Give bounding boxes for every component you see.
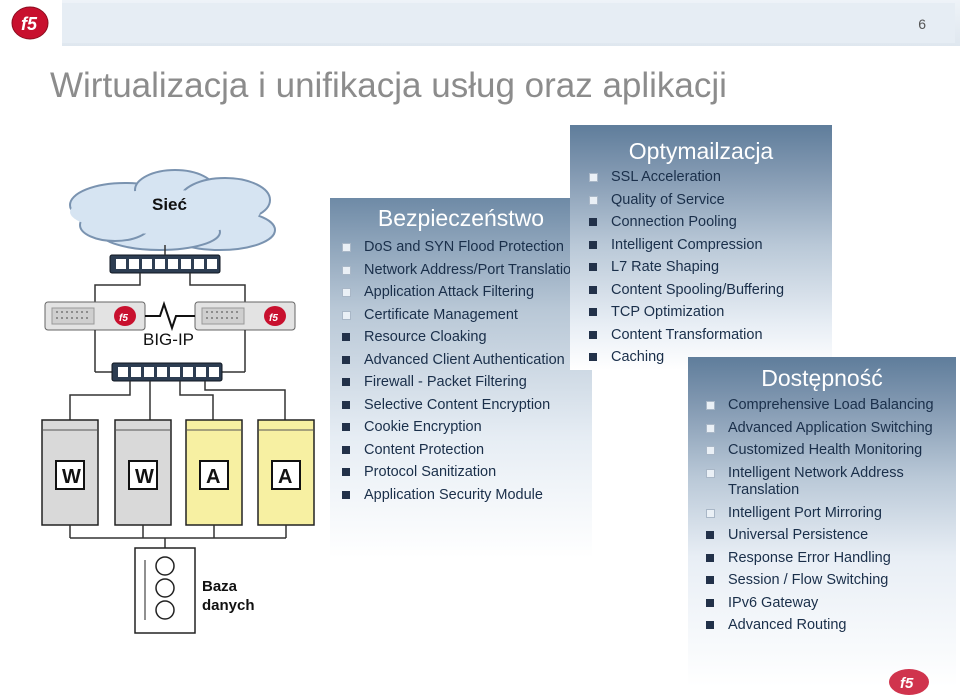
security-panel: Bezpieczeństwo DoS and SYN Flood Protect… [330,198,592,573]
list-item: Firewall - Packet Filtering [339,374,589,392]
list-item: IPv6 Gateway [703,595,953,613]
list-item: Network Address/Port Translation [339,262,589,280]
svg-text:f5: f5 [269,313,278,324]
list-item: Content Transformation [586,327,831,345]
list-item: Connection Pooling [586,214,831,232]
server-label: W [62,466,81,488]
optimization-title: Optymailzacja [628,138,774,164]
optimization-panel: Optymailzacja SSL Acceleration Quality o… [570,125,832,370]
network-switch-icon [109,254,221,274]
list-item: Quality of Service [586,192,831,210]
svg-text:f5: f5 [900,675,914,692]
f5-logo-icon: f5 [11,6,49,40]
list-item: Intelligent Compression [586,237,831,255]
list-item: DoS and SYN Flood Protection [339,239,589,257]
cloud-icon [69,169,276,251]
list-item: Intelligent Network Address Translation [703,465,953,500]
availability-list: Comprehensive Load Balancing Advanced Ap… [703,397,953,640]
list-item: Customized Health Monitoring [703,442,953,460]
page-number: 6 [918,16,926,32]
list-item: Intelligent Port Mirroring [703,505,953,523]
top-bar: f5 6 [0,0,960,46]
availability-panel: Dostępność Comprehensive Load Balancing … [688,357,956,699]
list-item: Advanced Client Authentication [339,352,589,370]
list-item: Advanced Application Switching [703,420,953,438]
bigip-appliance-icon: f5 [194,301,296,331]
database-label: danych [202,597,255,614]
list-item: Content Protection [339,442,589,460]
bigip-appliance-icon: f5 [44,301,146,331]
list-item: Application Security Module [339,487,589,505]
network-switch-icon [111,362,223,382]
optimization-list: SSL Acceleration Quality of Service Conn… [586,169,831,370]
list-item: L7 Rate Shaping [586,259,831,277]
list-item: Cookie Encryption [339,419,589,437]
list-item: Response Error Handling [703,550,953,568]
list-item: Session / Flow Switching [703,572,953,590]
list-item: Universal Persistence [703,527,953,545]
f5-logo-icon: f5 [889,669,929,695]
list-item: Certificate Management [339,307,589,325]
server-label: A [278,466,292,488]
list-item: Advanced Routing [703,617,953,635]
database-label: Baza [202,578,238,595]
server-label: A [206,466,220,488]
svg-text:f5: f5 [119,313,128,324]
bigip-label: BIG-IP [143,330,194,349]
network-diagram: Sieć f5 f5 BIG- [41,169,315,634]
server-icon [185,419,243,526]
list-item: Content Spooling/Buffering [586,282,831,300]
cloud-label: Sieć [152,195,187,214]
svg-text:f5: f5 [21,14,38,34]
logo-area: f5 [0,0,62,46]
database-icon [134,547,196,634]
page-title: Wirtualizacja i unifikacja usług oraz ap… [50,66,727,105]
top-bar-band [5,3,955,43]
list-item: Comprehensive Load Balancing [703,397,953,415]
list-item: Caching [586,349,831,367]
list-item: Protocol Sanitization [339,464,589,482]
availability-title: Dostępność [761,365,883,391]
list-item: TCP Optimization [586,304,831,322]
list-item: Application Attack Filtering [339,284,589,302]
list-item: Resource Cloaking [339,329,589,347]
security-title: Bezpieczeństwo [377,205,545,231]
security-list: DoS and SYN Flood Protection Network Add… [339,239,589,509]
list-item: SSL Acceleration [586,169,831,187]
server-icon [41,419,99,526]
server-label: W [135,466,154,488]
server-icon [257,419,315,526]
server-icon [114,419,172,526]
list-item: Selective Content Encryption [339,397,589,415]
